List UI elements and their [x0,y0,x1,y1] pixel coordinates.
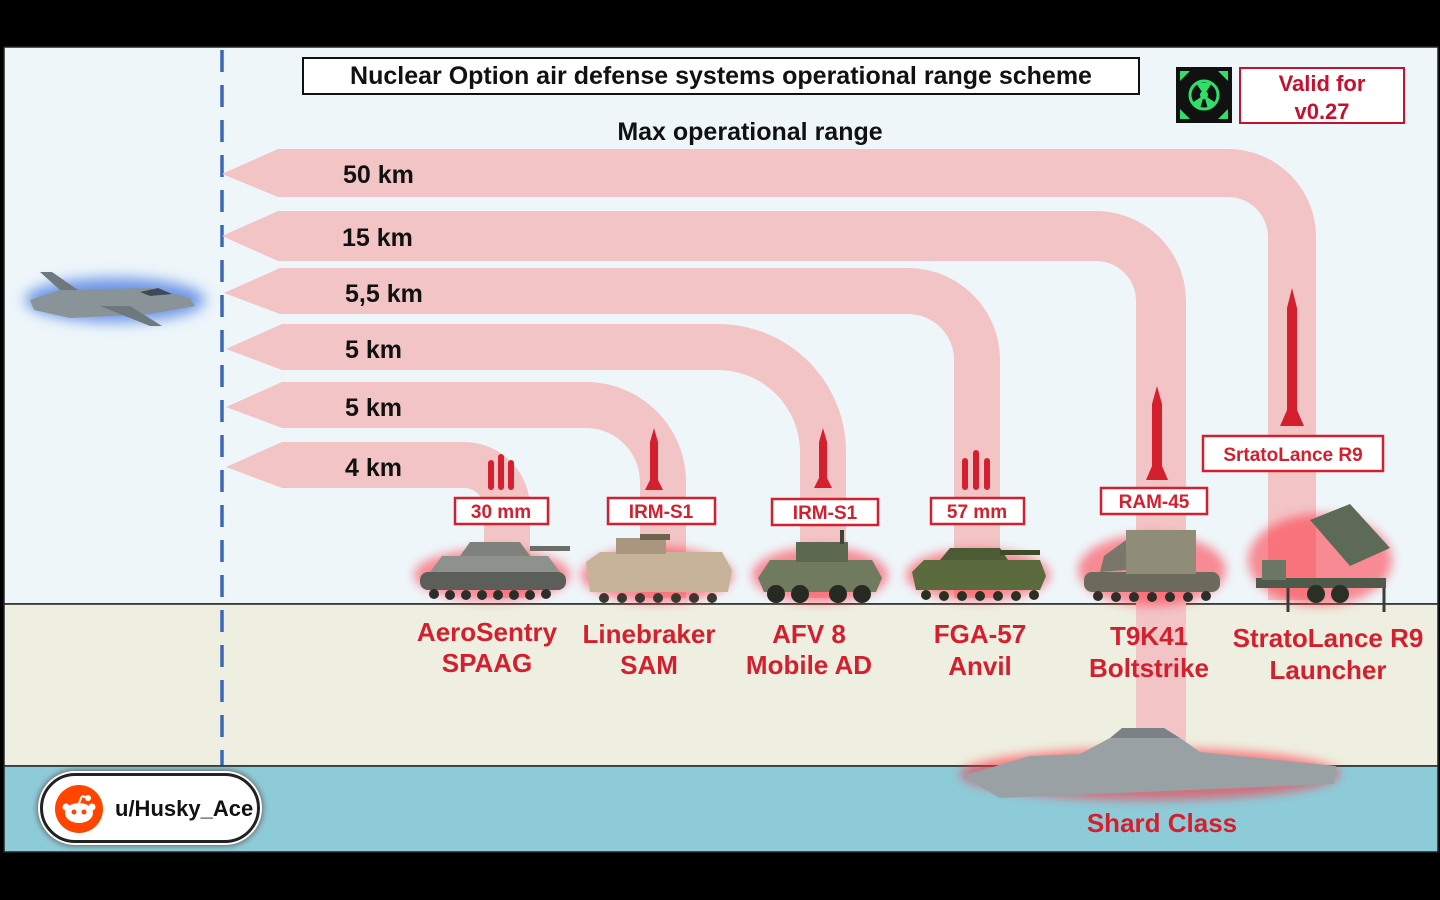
system-name: T9K41 [1110,621,1188,651]
ship-name: Shard Class [1087,808,1237,838]
reddit-logo-icon [55,785,103,833]
missile-icon [1146,386,1168,480]
version-label: Valid for [1278,71,1366,96]
weapon-badge [929,496,1026,526]
weapon-badge [606,496,717,526]
missile-icon [1280,288,1304,426]
missile-icon [645,428,663,490]
shells-icon [488,454,514,490]
system-name: StratoLance R9 [1233,623,1424,653]
sam-vehicle-icon [1078,530,1226,606]
system-name: Linebraker [583,619,716,649]
range-arrows [222,149,1316,775]
system-name: Boltstrike [1089,653,1209,683]
weapon-label: SrtatoLance R9 [1223,445,1362,466]
weapon-badge [770,497,880,527]
version-number: v0.27 [1294,99,1350,124]
wheeled-vehicle-icon [752,530,888,603]
system-name: AeroSentry [417,617,558,647]
diagram-title: Nuclear Option air defense systems opera… [302,57,1140,95]
system-name: Mobile AD [746,650,872,680]
range-label: 5,5 km [345,280,423,308]
range-arrow-4km [226,442,530,598]
system-name: AFV 8 [772,619,846,649]
weapon-label: IRM-S1 [793,503,858,524]
author-username: u/Husky_Ace [115,796,254,821]
range-label: 4 km [345,454,402,482]
missile-launcher-icon [1248,504,1392,612]
system-name: SPAAG [442,648,533,678]
range-arrow-5km-afv [226,324,846,598]
weapon-label: IRM-S1 [629,502,694,523]
aircraft-icon [25,272,205,326]
tracked-vehicle-icon [906,548,1050,601]
max-range-heading: Max operational range [617,118,883,146]
range-label: 50 km [343,161,414,189]
range-label: 5 km [345,336,402,364]
weapon-badge [453,496,550,526]
system-name: Anvil [948,651,1012,681]
ship-icon [960,728,1340,800]
weapon-badge [1201,434,1385,473]
author-badge: u/Husky_Ace [40,773,260,843]
version-badge: Valid for v0.27 [1239,67,1405,124]
range-label: 15 km [342,224,413,252]
weapon-label: 30 mm [471,502,531,523]
range-arrow-5-5km [224,268,1000,598]
ifv-icon [581,534,733,603]
weapon-badge [1099,486,1209,516]
range-label: 5 km [345,394,402,422]
weapon-label: 57 mm [947,502,1007,523]
weapon-label: RAM-45 [1119,492,1190,513]
system-name: FGA-57 [934,619,1026,649]
missile-icon [814,428,832,488]
range-arrow-50km [222,149,1316,600]
shells-icon [962,450,990,490]
tank-icon [414,542,570,601]
ground-zone [3,603,1439,767]
system-name: SAM [620,650,678,680]
system-name: Launcher [1269,655,1386,685]
game-logo-icon [1176,67,1232,123]
